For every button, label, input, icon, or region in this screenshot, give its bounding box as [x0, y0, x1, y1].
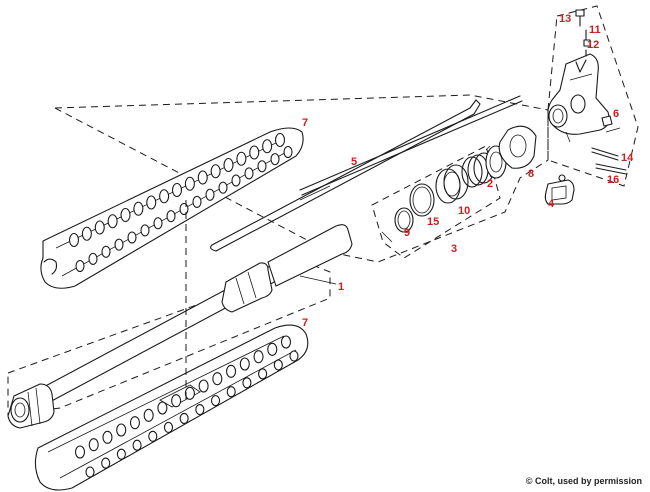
vent-hole [210, 164, 221, 179]
vent-hole [88, 438, 99, 452]
vent-hole [132, 439, 142, 451]
group-outlines [7, 5, 639, 416]
front-sight-outline [547, 5, 639, 187]
callout-10: 10 [458, 205, 471, 217]
slip-ring-assembly [394, 145, 507, 233]
barrel [7, 224, 353, 429]
vent-hole [102, 430, 113, 444]
vent-hole [257, 160, 267, 173]
vent-hole [68, 232, 80, 248]
gas-tube [210, 99, 481, 252]
vent-hole [166, 210, 176, 223]
vent-hole [198, 379, 209, 393]
vent-hole [127, 231, 137, 244]
callout-5: 5 [351, 156, 358, 168]
vent-hole [74, 445, 86, 459]
vent-hole [249, 145, 260, 160]
vent-hole [146, 195, 157, 210]
sling-swivel [544, 174, 575, 205]
vent-hole [210, 395, 221, 407]
vent-hole [101, 245, 111, 258]
vent-hole [184, 176, 195, 191]
vent-hole [148, 430, 158, 442]
callout-1: 1 [338, 281, 345, 293]
vent-hole [171, 394, 182, 408]
callout-16: 16 [607, 174, 620, 186]
vent-hole [242, 377, 252, 389]
vent-hole [280, 335, 292, 349]
vent-hole [88, 252, 98, 265]
callout-4: 4 [548, 198, 555, 210]
vent-hole [171, 182, 183, 198]
copyright-credit: © Colt, used by permission [525, 476, 642, 486]
vent-hole [129, 416, 140, 430]
upper-rod [299, 95, 523, 196]
top-handguard [40, 127, 304, 289]
callout-7-bottom: 7 [302, 317, 309, 329]
vent-hole [116, 448, 126, 460]
vent-hole [283, 145, 293, 159]
vent-hole [239, 357, 250, 371]
taper-pins [591, 115, 627, 175]
callout-7-top: 7 [302, 117, 309, 129]
vent-hole [101, 457, 111, 469]
vent-hole [184, 386, 195, 400]
vent-hole [212, 372, 223, 386]
vent-hole [107, 214, 118, 229]
vent-hole [253, 350, 264, 364]
vent-hole [133, 201, 144, 216]
callout-3: 3 [451, 243, 458, 255]
vent-hole [153, 217, 163, 230]
vent-hole [116, 423, 127, 437]
vent-hole [218, 181, 228, 194]
vent-hole [274, 132, 286, 148]
callout-6: 6 [613, 108, 620, 120]
vent-hole [236, 151, 247, 166]
vent-hole [195, 403, 205, 416]
vent-hole [226, 364, 237, 378]
upper-group-outline [53, 94, 549, 263]
vent-hole [262, 139, 273, 154]
vent-hole [226, 386, 236, 398]
vent-hole [244, 167, 254, 180]
vent-hole [143, 408, 154, 422]
vent-hole [289, 350, 299, 362]
vent-hole [205, 188, 215, 201]
vent-hole [163, 421, 174, 433]
vent-hole [273, 359, 283, 371]
callout-2: 2 [487, 178, 494, 190]
vent-hole [197, 170, 208, 185]
vent-hole [231, 174, 241, 187]
vent-hole [192, 195, 202, 208]
vent-hole [120, 207, 131, 223]
vent-hole [270, 153, 280, 166]
vent-hole [85, 466, 95, 478]
callout-8: 8 [528, 168, 535, 180]
vent-hole [75, 259, 85, 273]
bottom-handguard [34, 324, 309, 491]
vent-hole [81, 226, 92, 241]
vent-hole [140, 224, 150, 237]
vent-hole [159, 189, 170, 204]
group-3-outline [371, 145, 501, 259]
callout-14: 14 [621, 152, 634, 164]
vent-hole [179, 412, 189, 425]
front-sight-base [547, 9, 610, 143]
vent-hole [223, 157, 234, 173]
vent-hole [114, 238, 124, 251]
callout-12: 12 [587, 39, 600, 51]
vent-hole [267, 342, 278, 356]
callout-9: 9 [404, 227, 411, 239]
callout-11: 11 [589, 24, 601, 36]
vent-hole [94, 220, 105, 235]
vent-hole [179, 202, 189, 216]
vent-hole [258, 368, 268, 380]
leader-lines [299, 231, 393, 285]
callout-13: 13 [559, 13, 572, 25]
vent-hole [157, 401, 168, 415]
handguard-cap [498, 125, 537, 169]
callout-15: 15 [427, 216, 440, 228]
